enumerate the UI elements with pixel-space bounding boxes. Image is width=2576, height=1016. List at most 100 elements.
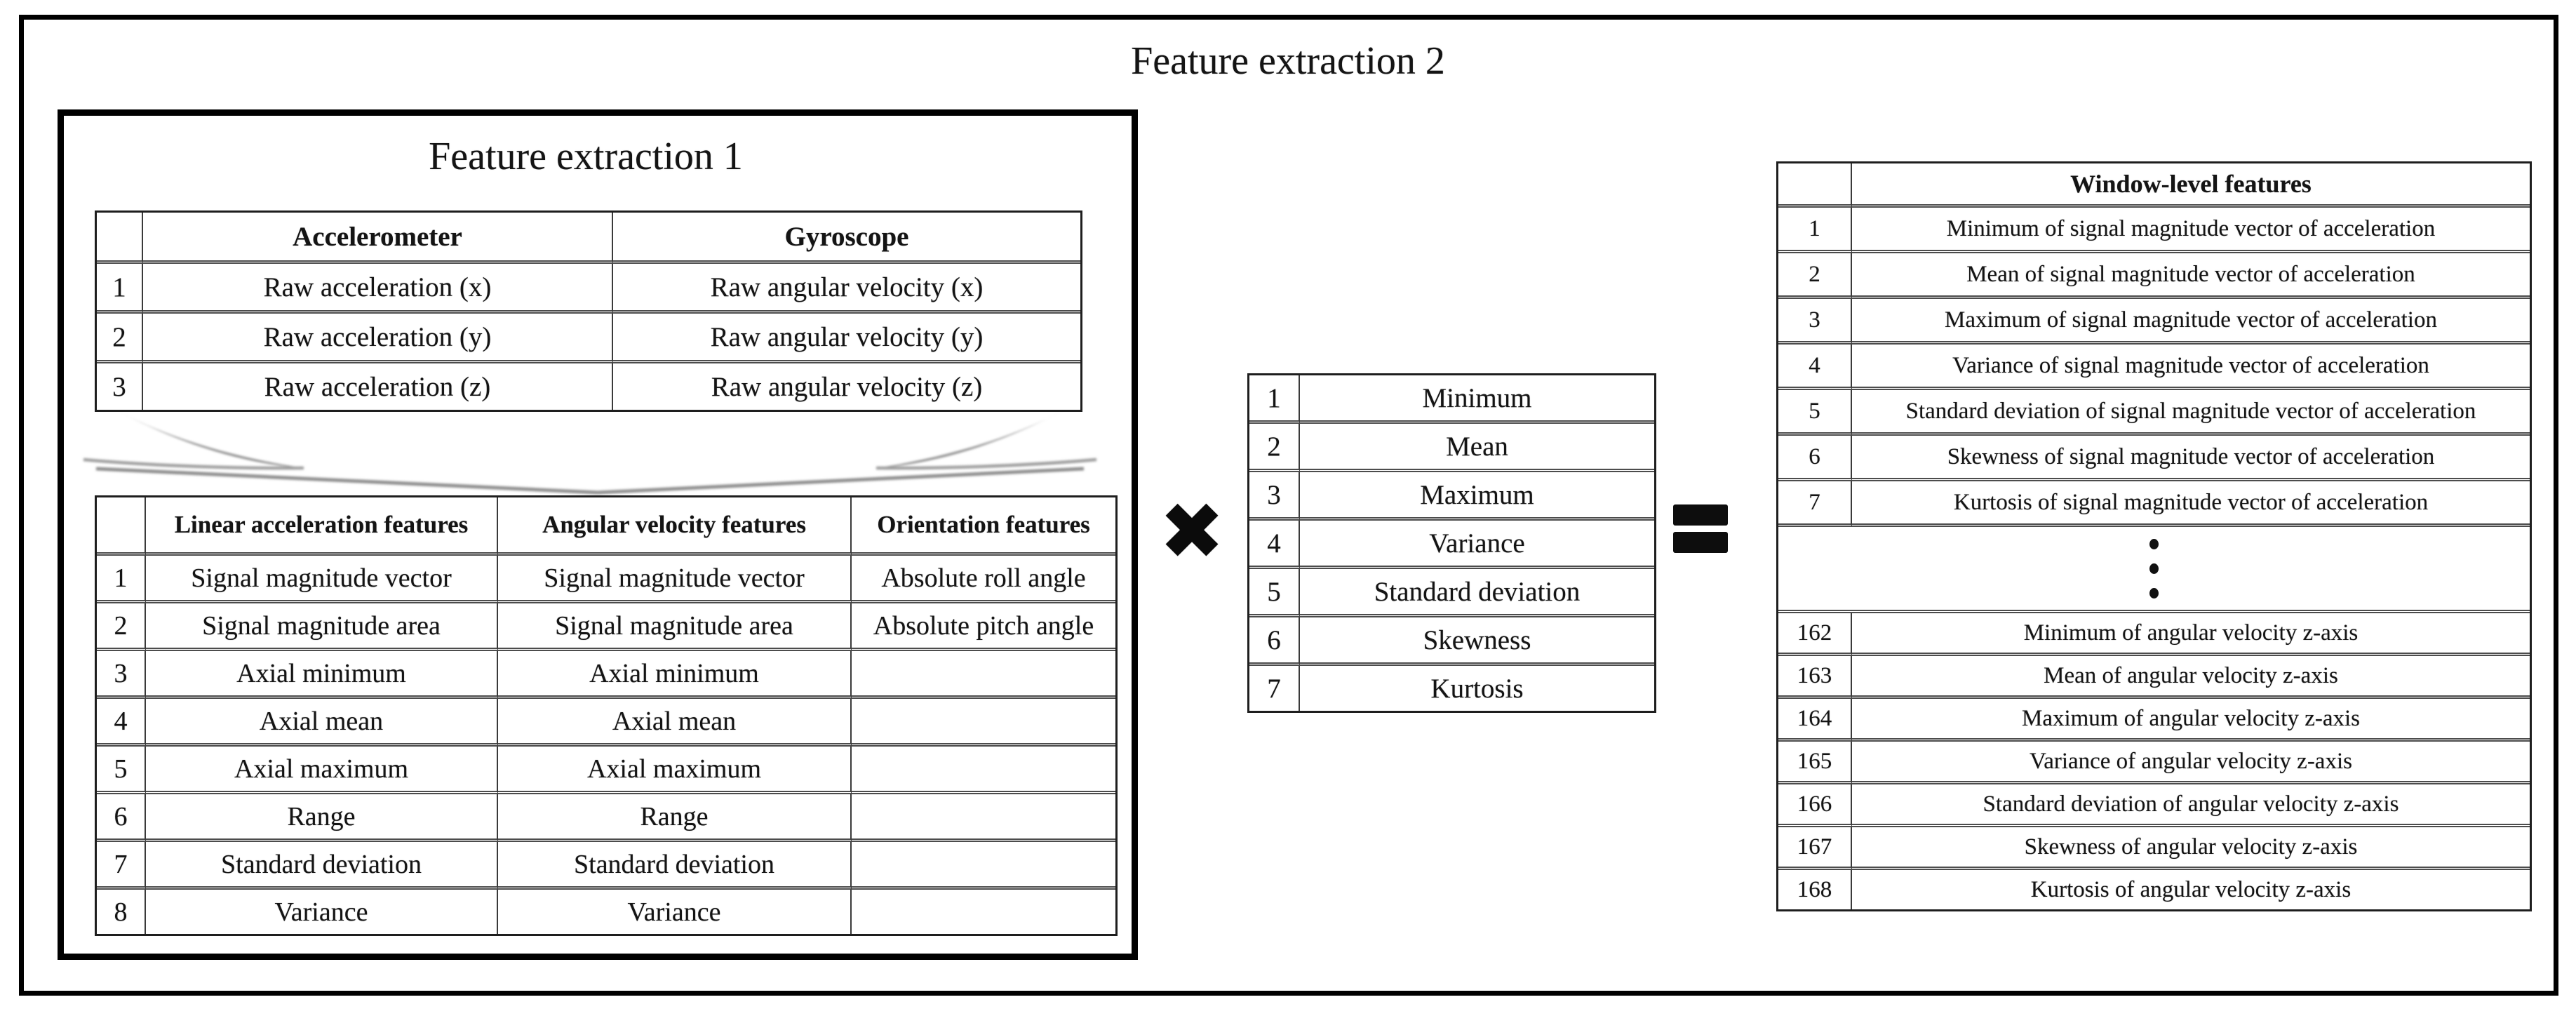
table-row: 6 Skewness [1249,617,1654,666]
row-number: 3 [1249,472,1300,521]
table-row: 165 Variance of angular velocity z-axis [1778,742,2530,784]
cell-feature: Variance of signal magnitude vector of a… [1852,345,2530,390]
row-number: 2 [97,603,146,651]
row-number: 1 [97,264,143,314]
cell-angular: Variance [498,890,852,934]
row-number: 164 [1778,699,1852,742]
cell-statistic: Variance [1300,521,1654,569]
table-row: 166 Standard deviation of angular veloci… [1778,784,2530,827]
col-header-linear-acceleration: Linear acceleration features [146,497,498,556]
table-row: 7 Standard deviation Standard deviation [97,842,1115,890]
cell-linear: Variance [146,890,498,934]
row-number: 3 [97,651,146,699]
table-row: 3 Raw acceleration (z) Raw angular veloc… [97,363,1080,410]
row-number: 5 [97,747,146,794]
cell-orientation: Absolute roll angle [852,556,1115,603]
table-row: 168 Kurtosis of angular velocity z-axis [1778,870,2530,909]
table-row: 2 Mean of signal magnitude vector of acc… [1778,253,2530,299]
table-row: 6 Skewness of signal magnitude vector of… [1778,436,2530,481]
cell-statistic: Minimum [1300,375,1654,424]
feature-extraction-1-title: Feature extraction 1 [429,135,743,178]
row-number: 165 [1778,742,1852,784]
row-number: 5 [1249,569,1300,617]
cell-linear: Axial minimum [146,651,498,699]
table-row: 3 Maximum [1249,472,1654,521]
cell-feature: Standard deviation of angular velocity z… [1852,784,2530,827]
cell-feature: Skewness of signal magnitude vector of a… [1852,436,2530,481]
corner-cell [97,497,146,556]
cell-accelerometer: Raw acceleration (x) [143,264,613,314]
table-row: 4 Axial mean Axial mean [97,699,1115,747]
table-row: 5 Standard deviation of signal magnitude… [1778,390,2530,436]
row-number: 168 [1778,870,1852,909]
row-number: 7 [1778,481,1852,527]
table-row: 164 Maximum of angular velocity z-axis [1778,699,2530,742]
cell-angular: Axial minimum [498,651,852,699]
corner-cell [97,213,143,264]
table-row: 8 Variance Variance [97,890,1115,934]
cell-statistic: Mean [1300,424,1654,472]
cell-accelerometer: Raw acceleration (z) [143,363,613,410]
cell-feature: Kurtosis of angular velocity z-axis [2030,876,2352,902]
cell-linear: Axial mean [146,699,498,747]
cell-feature: Minimum of angular velocity z-axis [1852,613,2530,656]
row-number: 167 [1778,827,1852,870]
cell-orientation [852,794,1115,842]
table-row: 3 Axial minimum Axial minimum [97,651,1115,699]
cell-orientation [852,651,1115,699]
cell-orientation [852,890,1115,934]
cell-angular: Standard deviation [498,842,852,890]
table-row: 7 Kurtosis [1249,666,1654,711]
cell-gyroscope: Raw angular velocity (x) [613,264,1080,314]
cell-linear: Signal magnitude area [146,603,498,651]
row-number: 1 [1778,208,1852,253]
row-number: 8 [97,890,146,934]
cell-orientation [852,842,1115,890]
row-number: 3 [97,363,143,410]
table-row: 6 Range Range [97,794,1115,842]
cell-statistic: Maximum [1300,472,1654,521]
table-row: 1 Minimum of signal magnitude vector of … [1778,208,2530,253]
row-number: 5 [1778,390,1852,436]
cell-accelerometer: Raw acceleration (y) [143,314,613,363]
row-number: 7 [97,842,146,890]
feature-table: Linear acceleration features Angular vel… [95,495,1118,936]
sensor-table-header-row: Accelerometer Gyroscope [97,213,1080,264]
col-header-window-level-features: Window-level features [1852,163,2530,208]
cell-statistic: Skewness [1300,617,1654,666]
row-number: 162 [1778,613,1852,656]
row-number: 4 [1778,345,1852,390]
row-number: 6 [97,794,146,842]
table-row: 1 Minimum [1249,375,1654,424]
table-row: 1 Raw acceleration (x) Raw angular veloc… [97,264,1080,314]
row-number: 2 [97,314,143,363]
feature-table-header-row: Linear acceleration features Angular vel… [97,497,1115,556]
table-row: 167 Skewness of angular velocity z-axis [1778,827,2530,870]
cell-orientation [852,747,1115,794]
cell-statistic: Kurtosis [1430,673,1524,704]
row-number: 6 [1249,617,1300,666]
col-header-angular-velocity: Angular velocity features [498,497,852,556]
funnel-arrow [83,410,1097,495]
row-number: 4 [97,699,146,747]
feature-extraction-1-box [58,109,1138,960]
cell-feature: Skewness of angular velocity z-axis [1852,827,2530,870]
window-table-header-row: Window-level features [1778,163,2530,208]
cell-statistic: Standard deviation [1300,569,1654,617]
row-number: 1 [97,556,146,603]
cell-feature: Variance of angular velocity z-axis [1852,742,2530,784]
equals-icon [1673,504,1728,553]
multiply-icon: ✖ [1159,486,1225,577]
cell-angular: Range [498,794,852,842]
cell-feature: Minimum of signal magnitude vector of ac… [1852,208,2530,253]
cell-feature: Mean of signal magnitude vector of accel… [1852,253,2530,299]
table-row: 7 Kurtosis of signal magnitude vector of… [1778,481,2530,527]
cell-gyroscope: Raw angular velocity (y) [613,314,1080,363]
row-number: 4 [1249,521,1300,569]
table-row: 4 Variance of signal magnitude vector of… [1778,345,2530,390]
cell-angular: Signal magnitude vector [498,556,852,603]
col-header-accelerometer: Accelerometer [143,213,613,264]
cell-angular: Axial mean [498,699,852,747]
row-number: 2 [1778,253,1852,299]
